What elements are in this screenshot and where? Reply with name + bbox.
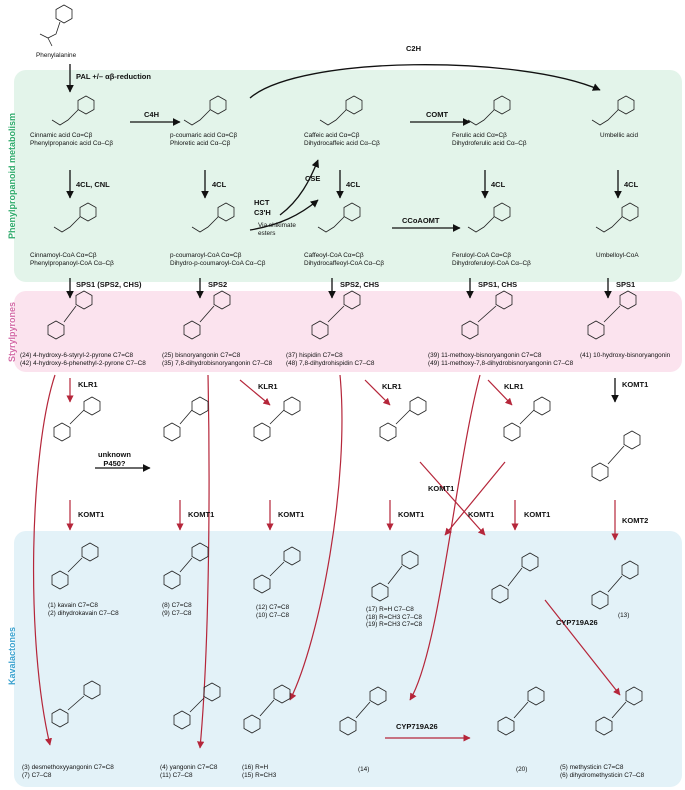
sps1-label: SPS1: [616, 280, 636, 289]
phenylalanine-structure: [39, 4, 73, 47]
sps2-label: SPS2: [208, 280, 228, 289]
c2h-label: C2H: [406, 44, 422, 53]
styryl-label-4: (39) 11-methoxy-bisnoryangonin C7=C8 (49…: [428, 352, 574, 367]
unknown-p450-label: unknown P450?: [98, 450, 131, 468]
sps1-chs-label: SPS1, CHS: [478, 280, 518, 289]
4cl-label-3: 4CL: [346, 180, 361, 189]
desmethoxyyangonin-label: (3) desmethoxyyangonin C7=C8 (7) C7–C8: [22, 764, 114, 779]
styryl-label-1: (24) 4-hydroxy-6-styryl-2-pyrone C7=C8 (…: [20, 352, 146, 367]
komt1-label-d: KOMT1: [398, 510, 425, 519]
compound-12-label: (12) C7=C8 (10) C7–C8: [256, 604, 290, 619]
kavalactone-band: [14, 531, 682, 787]
acid-label-5: Umbellic acid: [600, 132, 639, 139]
c4h-label: C4H: [144, 110, 160, 119]
cnl-label: 4CL, CNL: [76, 180, 110, 189]
komt1-label-e: KOMT1: [524, 510, 551, 519]
komt2-label: KOMT2: [622, 516, 649, 525]
kavain-label: (1) kavain C7=C8 (2) dihydrokavain C7–C8: [48, 602, 119, 617]
styrylpyrone-band: [14, 291, 682, 372]
komt1-label-b: KOMT1: [188, 510, 215, 519]
styryl-label-2: (25) bisnoryangonin C7=C8 (35) 7,8-dihyd…: [162, 352, 273, 367]
acid-label-3: Caffeic acid Cα=Cβ Dihydrocaffeic acid C…: [304, 132, 380, 147]
styryl-label-5: (41) 10-hydroxy-bisnoryangonin: [580, 352, 671, 359]
styryl-label-3: (37) hispidin C7=C8 (48) 7,8-dihydrohisp…: [286, 352, 375, 367]
compound-13-label: (13): [618, 612, 630, 619]
acid-label-1: Cinnamic acid Cα=Cβ Phenylpropanoic acid…: [30, 132, 114, 147]
coa-label-4: Feruloyl-CoA Cα=Cβ Dihydroferuloyl-CoA C…: [452, 252, 531, 267]
cse-label: CSE: [305, 174, 321, 183]
4cl-label-2: 4CL: [212, 180, 227, 189]
komt1-cross-label-2: KOMT1: [468, 510, 495, 519]
shikimate-label: Via shikimate esters: [258, 222, 296, 237]
styrylpyrone-structures: [47, 290, 637, 340]
dihydropyrone-structures: [53, 396, 641, 482]
klr1-label-2: KLR1: [258, 382, 278, 391]
comt-label: COMT: [426, 110, 449, 119]
compound-8-label: (8) C7=C8 (9) C7–C8: [162, 602, 192, 617]
compound-16-label: (16) R=H (15) R=CH3: [242, 764, 277, 779]
cyp719a26-label-1: CYP719A26: [556, 618, 598, 627]
komt1-label-a: KOMT1: [78, 510, 105, 519]
c3h-label: C3'H: [254, 208, 271, 217]
komt1-label-c: KOMT1: [278, 510, 305, 519]
phenylpropanoid-band: [14, 70, 682, 282]
sps1-main-label: SPS1 (SPS2, CHS): [76, 280, 142, 289]
sps2-chs-label: SPS2, CHS: [340, 280, 380, 289]
kavalactone-structures: [51, 542, 643, 736]
phenylalanine-label: Phenylalanine: [36, 52, 77, 59]
komt1-cross-label-1: KOMT1: [428, 484, 455, 493]
4cl-label-5: 4CL: [624, 180, 639, 189]
yangonin-label: (4) yangonin C7=C8 (11) C7–C8: [160, 764, 218, 779]
acid-label-2: p-coumaric acid Cα=Cβ Phloretic acid Cα–…: [170, 132, 238, 147]
coa-label-1: Cinnamoyl-CoA Cα=Cβ Phenylpropanoyl-CoA …: [30, 252, 114, 267]
acid-structures: [51, 95, 635, 126]
c2h-arrow: [249, 64, 601, 99]
pal-label: PAL +/– αβ-reduction: [76, 72, 151, 81]
compound-17-label: (17) R=H C7–C8 (18) R=CH3 C7–C8 (19) R=C…: [366, 606, 423, 628]
ccoaomt-label: CCoAOMT: [402, 216, 440, 225]
cse-arrow: [279, 159, 319, 216]
hct-label: HCT: [254, 198, 270, 207]
coa-label-2: p-coumaroyl-CoA Cα=Cβ Dihydro-p-coumaroy…: [170, 252, 266, 267]
komt1-label-41: KOMT1: [622, 380, 649, 389]
coa-label-5: Umbelloyl-CoA: [596, 252, 639, 259]
klr1-label-4: KLR1: [504, 382, 524, 391]
coa-label-3: Caffeoyl-CoA Cα=Cβ Dihydrocaffeoyl-CoA C…: [304, 252, 385, 267]
compound-14-label: (14): [358, 766, 370, 773]
4cl-label-4: 4CL: [491, 180, 506, 189]
klr1-label-3: KLR1: [382, 382, 402, 391]
methysticin-label: (5) methysticin C7=C8 (6) dihydromethyst…: [560, 764, 645, 779]
acid-label-4: Ferulic acid Cα=Cβ Dihydroferulic acid C…: [452, 132, 527, 147]
hct-arrow: [249, 199, 319, 231]
cyp719a26-label-2: CYP719A26: [396, 722, 438, 731]
compound-20-label: (20): [516, 766, 528, 773]
coa-structures: [53, 202, 639, 233]
klr1-label-1: KLR1: [78, 380, 98, 389]
